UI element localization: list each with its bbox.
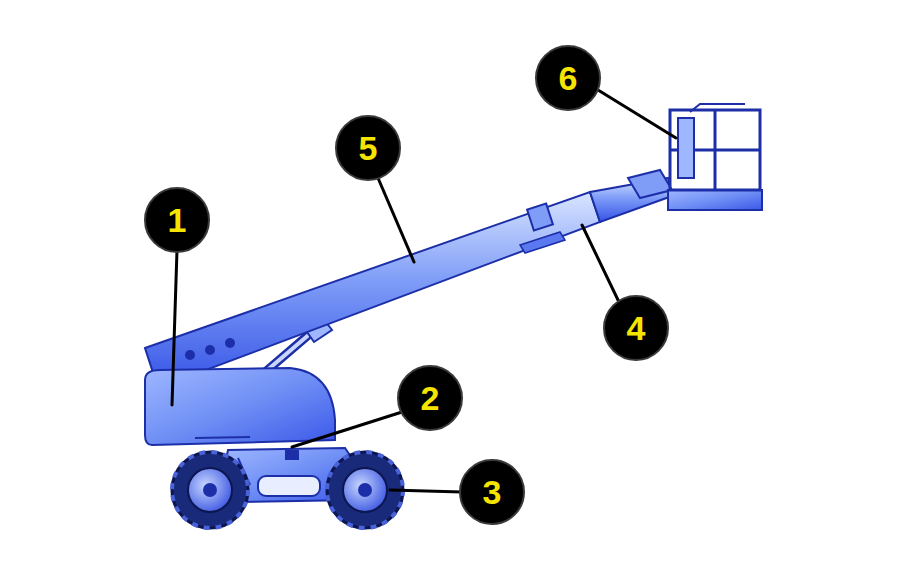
callout-number: 1 [144,187,210,253]
callout-number: 4 [603,295,669,361]
callout-number: 3 [459,459,525,525]
leader-lines [172,90,676,492]
callout-number: 6 [535,45,601,111]
boom [145,178,672,388]
callout-number: 5 [335,115,401,181]
wheels [172,452,403,528]
callout-number: 2 [397,365,463,431]
